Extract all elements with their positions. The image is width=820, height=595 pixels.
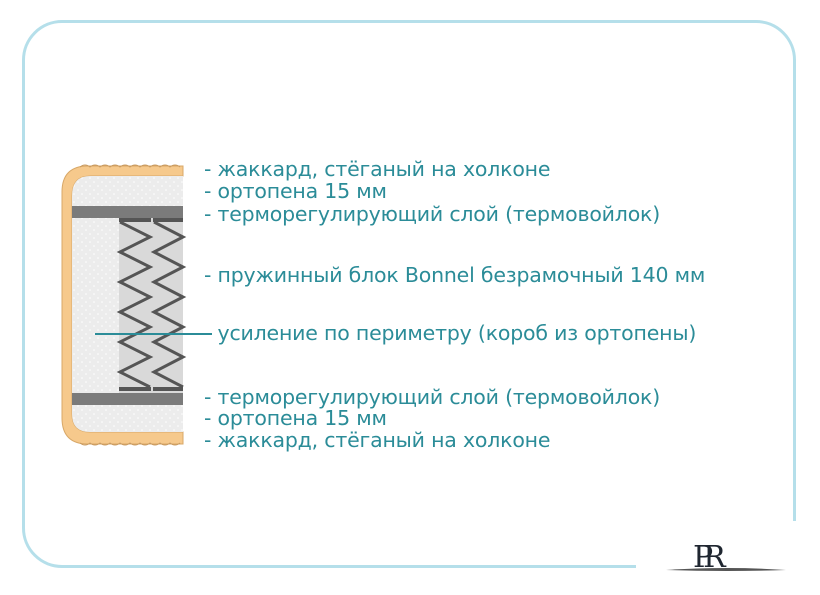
bottom-quilt-wave bbox=[79, 442, 181, 446]
spring-right bbox=[150, 220, 187, 389]
bottom-foam bbox=[72, 405, 183, 432]
bottom-felt-band bbox=[72, 393, 183, 405]
perimeter-foam bbox=[72, 218, 119, 393]
top-quilt-wave bbox=[79, 164, 181, 168]
label-top-jacquard: - жаккард, стёганый на холконе bbox=[204, 157, 551, 181]
label-top-orthofoam: - ортопена 15 мм bbox=[204, 179, 387, 203]
label-top-felt: - терморегулирующий слой (термовойлок) bbox=[204, 202, 661, 226]
rounded-frame bbox=[22, 20, 796, 568]
top-felt-band bbox=[72, 206, 183, 218]
label-bottom-orthofoam: - ортопена 15 мм bbox=[204, 406, 387, 430]
logo: PR bbox=[636, 521, 820, 591]
spring-left bbox=[116, 220, 154, 389]
label-bottom-felt: - терморегулирующий слой (термовойлок) bbox=[204, 385, 661, 409]
label-bottom-jacquard: - жаккард, стёганый на холконе bbox=[204, 428, 551, 452]
label-perimeter: - усиление по периметру (короб из ортопе… bbox=[204, 321, 697, 345]
label-spring-block: - пружинный блок Bonnel безрамочный 140 … bbox=[204, 263, 706, 287]
top-foam bbox=[72, 176, 183, 206]
